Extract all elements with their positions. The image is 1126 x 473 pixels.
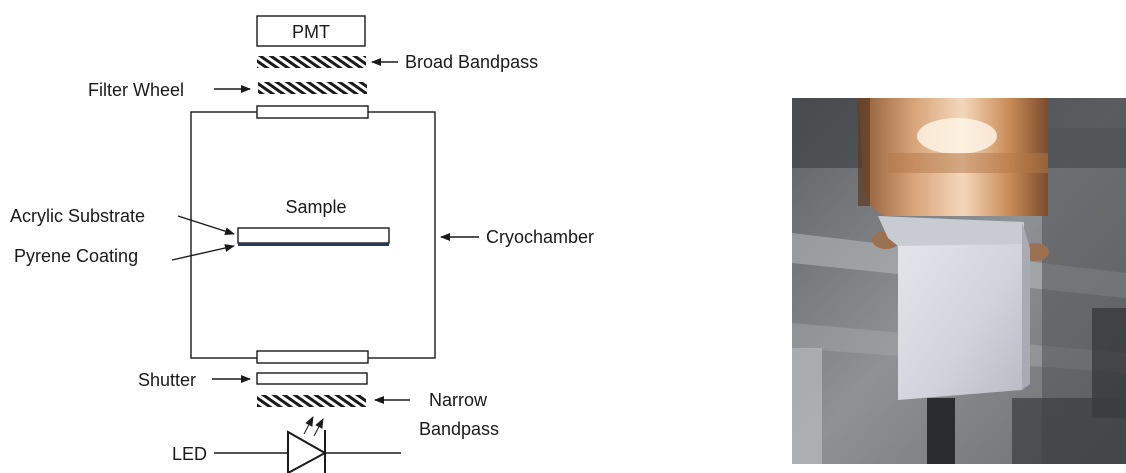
acrylic-substrate-label: Acrylic Substrate xyxy=(10,206,145,226)
pmt-box: PMT xyxy=(257,16,365,46)
broad-bandpass-filter xyxy=(257,56,366,68)
pyrene-coating-label: Pyrene Coating xyxy=(14,246,138,266)
filter-wheel-label: Filter Wheel xyxy=(88,80,184,100)
narrow-bandpass-label-line2: Bandpass xyxy=(419,419,499,439)
acrylic-substrate-arrow xyxy=(178,216,234,234)
narrow-bandpass-filter xyxy=(257,395,366,407)
narrow-bandpass-label-line1: Narrow xyxy=(429,390,488,410)
broad-bandpass-label: Broad Bandpass xyxy=(405,52,538,72)
led-label: LED xyxy=(172,444,207,464)
pyrene-coating xyxy=(238,243,389,246)
top-window xyxy=(257,106,368,118)
acrylic-substrate xyxy=(238,228,389,243)
led-emission-arrow-2 xyxy=(314,419,323,436)
sample-label: Sample xyxy=(285,197,346,217)
led-emission-arrow-1 xyxy=(304,417,313,434)
filter-wheel xyxy=(258,82,367,94)
led-symbol xyxy=(214,417,401,473)
pyrene-coating-arrow xyxy=(172,246,234,260)
shutter-label: Shutter xyxy=(138,370,196,390)
cryochamber-label: Cryochamber xyxy=(486,227,594,247)
shutter xyxy=(257,373,367,384)
sample-photo xyxy=(792,98,1126,464)
bottom-window xyxy=(257,351,368,363)
pmt-label: PMT xyxy=(292,22,330,42)
